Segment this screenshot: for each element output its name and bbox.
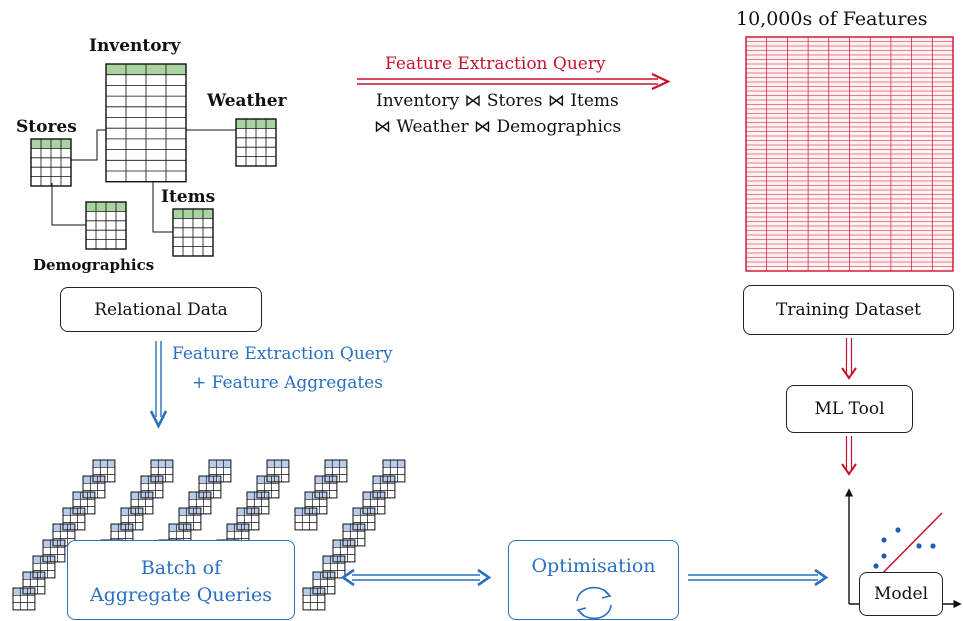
optimisation-model-arrow <box>688 568 829 587</box>
weather-table-label: Weather <box>207 91 287 111</box>
training-dataset-grid <box>745 36 954 272</box>
query-grid-icon <box>246 491 270 515</box>
query-grid-icon <box>352 507 376 531</box>
query-grid-icon <box>130 491 154 515</box>
query-grid-icon <box>362 491 386 515</box>
query-grid-icon <box>140 475 164 499</box>
optimisation-box: Optimisation <box>508 540 679 620</box>
table-connectors <box>51 129 236 233</box>
query-grid-icon <box>120 507 144 531</box>
inventory-table-label: Inventory <box>89 36 181 56</box>
batch-label-line1: Batch of <box>140 557 222 579</box>
batch-label-line2: Aggregate Queries <box>90 584 272 606</box>
query-grid-icon <box>314 475 338 499</box>
query-grid-icon <box>372 475 396 499</box>
batch-queries-box: Batch of Aggregate Queries <box>67 540 295 620</box>
query-grid-icon <box>324 459 348 483</box>
query-grid-icon <box>92 459 116 483</box>
relational-data-label: Relational Data <box>94 299 228 320</box>
query-grid-icon <box>62 507 86 531</box>
query-grid-icon <box>342 523 366 547</box>
left-arrow-label-line1: Feature Extraction Query <box>172 344 393 364</box>
query-grid-icon <box>322 555 346 579</box>
ml-tool-box: ML Tool <box>786 385 913 433</box>
training-dataset-box: Training Dataset <box>743 285 954 335</box>
model-box: Model <box>859 572 943 616</box>
optimisation-label: Optimisation <box>531 555 656 577</box>
query-grid-icon <box>150 459 174 483</box>
items-table-icon <box>172 208 214 257</box>
join-query-line1: Inventory ⋈ Stores ⋈ Items <box>376 91 619 111</box>
query-grid-icon <box>72 491 96 515</box>
query-grid-icon <box>32 555 56 579</box>
query-grid-icon <box>382 459 406 483</box>
query-grid-icon <box>82 475 106 499</box>
inventory-table-icon <box>105 63 187 183</box>
query-grid-icon <box>332 539 356 563</box>
join-query-line2: ⋈ Weather ⋈ Demographics <box>374 117 622 137</box>
query-grid-icon <box>178 507 202 531</box>
query-grid-icon <box>302 587 326 611</box>
query-grid-icon <box>236 507 260 531</box>
query-grid-icon <box>42 539 66 563</box>
demographics-table-label: Demographics <box>33 256 155 274</box>
dataset-to-mltool-arrow <box>841 338 857 380</box>
query-grid-icon <box>12 587 36 611</box>
ml-tool-label: ML Tool <box>814 399 885 419</box>
mltool-to-model-arrow <box>841 436 857 476</box>
weather-table-icon <box>235 118 277 167</box>
query-grid-icon <box>294 507 318 531</box>
query-grid-icon <box>312 571 336 595</box>
feature-extraction-arrow-top <box>357 73 671 90</box>
batch-optimisation-arrow <box>340 568 492 587</box>
query-grid-icon <box>304 491 328 515</box>
training-dataset-label: Training Dataset <box>775 300 921 320</box>
query-grid-icon <box>188 491 212 515</box>
model-label: Model <box>873 584 929 604</box>
demographics-table-icon <box>85 201 127 250</box>
stores-table-icon <box>30 138 72 187</box>
relational-data-box: Relational Data <box>60 287 262 332</box>
query-grid-icon <box>208 459 232 483</box>
feature-aggregates-arrow <box>149 341 168 429</box>
top-arrow-label: Feature Extraction Query <box>385 54 606 74</box>
query-grid-icon <box>266 459 290 483</box>
left-arrow-label-line2: + Feature Aggregates <box>192 373 383 393</box>
query-grid-icon <box>198 475 222 499</box>
items-table-label: Items <box>161 187 216 207</box>
query-grid-icon <box>52 523 76 547</box>
refresh-cycle-icon <box>575 586 612 620</box>
query-grid-icon <box>22 571 46 595</box>
relational-tables <box>30 63 277 257</box>
stores-table-label: Stores <box>16 117 77 137</box>
query-grid-icon <box>256 475 280 499</box>
features-caption: 10,000s of Features <box>736 8 928 30</box>
